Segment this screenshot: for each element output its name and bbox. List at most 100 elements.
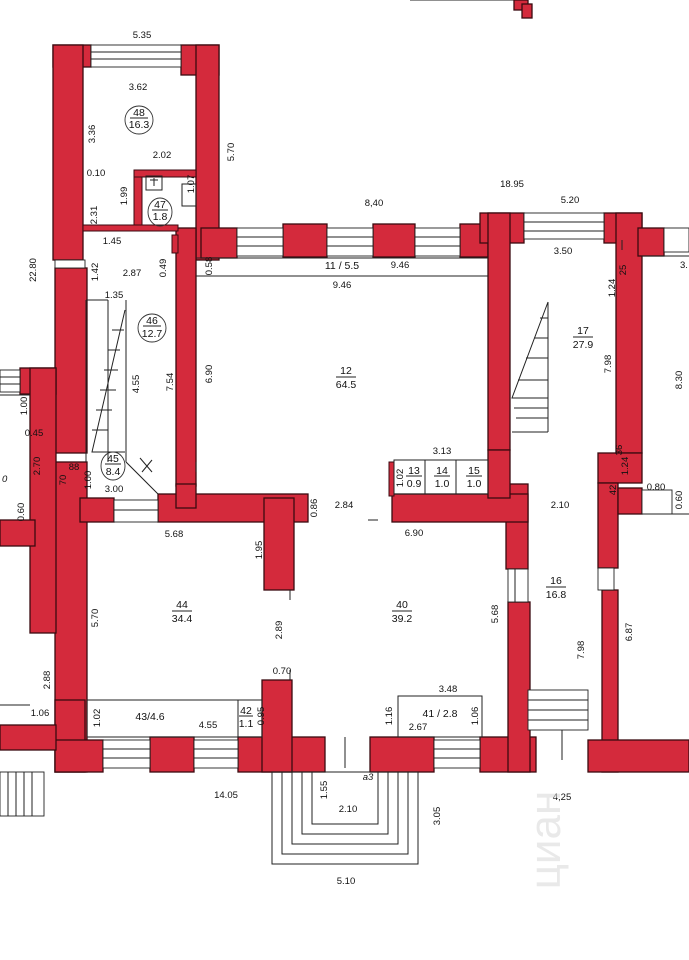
dim-42: 42 (608, 485, 619, 496)
dim-0-86: 0.86 (309, 499, 320, 518)
dim-1-02-wc: 1.02 (395, 469, 406, 488)
dim-4-55-bottom: 4.55 (199, 720, 218, 731)
dim-2-87: 2.87 (123, 268, 142, 279)
room-42-number: 42 (240, 705, 252, 717)
dim-4-25: 4,25 (553, 792, 572, 803)
room-44-area: 34.4 (172, 613, 193, 625)
dim-2-70: 2.70 (32, 457, 43, 476)
room-48-area: 16.3 (129, 119, 150, 131)
dim-0-60-left: 0.60 (16, 503, 27, 522)
dim-0-70: 0.70 (273, 666, 292, 677)
watermark: циан (521, 791, 570, 890)
room-47-area: 1.8 (153, 211, 168, 223)
dim-9-46-bottom: 9.46 (333, 280, 352, 291)
room-40-area: 39.2 (392, 613, 413, 625)
dim-4-55-stair: 4.55 (131, 375, 142, 394)
dim-0-49: 0.49 (158, 259, 169, 278)
dim-70: 70 (58, 475, 69, 486)
dim-6-90-horiz: 6.90 (405, 528, 424, 539)
dim-3-05: 3.05 (432, 807, 443, 826)
dim-1-02-43: 1.02 (92, 709, 103, 728)
dim-5-68-top: 5.68 (165, 529, 184, 540)
room-13-area: 0.9 (407, 478, 422, 490)
room-45-number: 45 (107, 453, 119, 465)
dim-3-50: 3.50 (554, 246, 573, 257)
dim-0-60-right: 0.60 (674, 491, 685, 510)
dim-1-16: 1.16 (384, 707, 395, 726)
room-44-number: 44 (176, 599, 188, 611)
dim-88: 88 (69, 462, 80, 473)
room-15-area: 1.0 (467, 478, 482, 490)
room-46-area: 12.7 (142, 328, 163, 340)
dim-36: 36 (614, 445, 625, 456)
dim-0-10: 0.10 (87, 168, 106, 179)
windows (0, 44, 689, 817)
dim-2-67: 2.67 (409, 722, 428, 733)
room-47-number: 47 (154, 199, 166, 211)
dim-6-90-vert: 6.90 (204, 365, 215, 384)
top-fragment (410, 0, 533, 19)
dim-14-05: 14.05 (214, 790, 238, 801)
dim-0-80: 0.80 (647, 482, 666, 493)
dim-25: 25 (618, 265, 629, 276)
dim-3-36: 3.36 (87, 125, 98, 144)
room-13-number: 13 (408, 465, 420, 477)
dim-0-45: 0.45 (25, 428, 44, 439)
interior-lines (0, 175, 689, 865)
dim-8-40: 8,40 (365, 198, 384, 209)
dim-2-89: 2.89 (274, 621, 285, 640)
room-16-area: 16.8 (546, 589, 567, 601)
dim-2-10-corridor: 2.10 (551, 500, 570, 511)
dim-18-95: 18.95 (500, 179, 524, 190)
dim-3-13: 3.13 (433, 446, 452, 457)
room-46-number: 46 (146, 315, 158, 327)
dim-1-07: 1.07 (186, 175, 197, 194)
dim-7-54: 7.54 (165, 373, 176, 392)
dim-3-00: 3.00 (105, 484, 124, 495)
room-circles (100, 105, 173, 481)
dim-0-95: 0.95 (256, 707, 267, 726)
room-17-number: 17 (577, 325, 589, 337)
room-labels: 48 16.3 47 1.8 46 12.7 45 8.4 12 64.5 17… (105, 107, 593, 730)
partitions (82, 169, 395, 497)
dim-1-35: 1.35 (105, 290, 124, 301)
room-43-label: 43/4.6 (135, 711, 164, 723)
dim-fragment-0: 0 (2, 474, 8, 485)
room-41-label: 41 / 2.8 (422, 708, 457, 720)
dim-5-10: 5.10 (337, 876, 356, 887)
dim-1-55: 1.55 (319, 781, 330, 800)
room-14-area: 1.0 (435, 478, 450, 490)
dim-8-30: 8.30 (674, 371, 685, 390)
room-14-number: 14 (436, 465, 448, 477)
dim-2-84: 2.84 (335, 500, 354, 511)
dim-3-62: 3.62 (129, 82, 148, 93)
dim-1-06-41: 1.06 (470, 707, 481, 726)
room-45-area: 8.4 (106, 466, 121, 478)
room-12-number: 12 (340, 365, 352, 377)
dim-1-42: 1.42 (90, 263, 101, 282)
dim-1-24-bottom: 1.24 (620, 457, 631, 476)
entrance-label-a3: a3 (363, 772, 374, 783)
walls (0, 44, 689, 773)
dim-1-06-left: 1.06 (31, 708, 50, 719)
dim-1-99: 1.99 (119, 187, 130, 206)
room-40-number: 40 (396, 599, 408, 611)
dim-22-80: 22.80 (28, 258, 39, 282)
dim-0-58: 0.58 (204, 257, 215, 276)
dim-1-95: 1.95 (254, 541, 265, 560)
dim-1-45: 1.45 (103, 236, 122, 247)
room-12-area: 64.5 (336, 379, 357, 391)
room-15-number: 15 (468, 465, 480, 477)
dim-1-00-45: 1.00 (83, 471, 94, 490)
room-16-number: 16 (550, 575, 562, 587)
dim-fragment-3: 3. (680, 260, 688, 271)
dim-9-46-top: 9.46 (391, 260, 410, 271)
room-42-area: 1.1 (239, 718, 254, 730)
dim-5-70-top: 5.70 (226, 143, 237, 162)
dim-6-87: 6.87 (624, 623, 635, 642)
room-17-area: 27.9 (573, 339, 594, 351)
dim-1-24-top: 1.24 (607, 279, 618, 298)
dim-1-00-left: 1.00 (19, 397, 30, 416)
dim-5-70-left: 5.70 (90, 609, 101, 628)
